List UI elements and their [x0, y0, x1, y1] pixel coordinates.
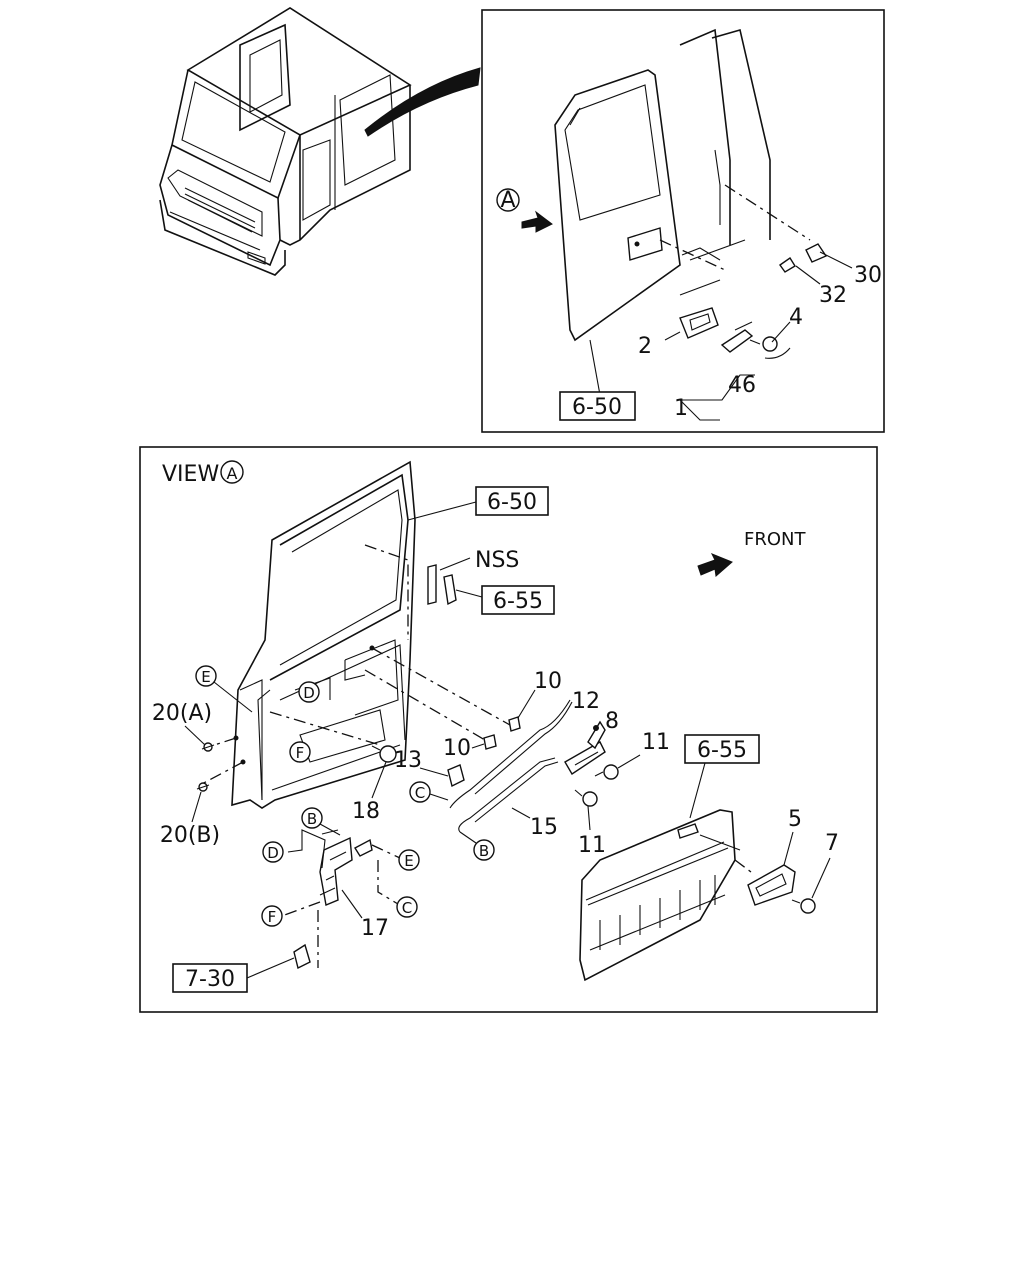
- view-a-callout: A: [500, 188, 515, 213]
- nss-label: NSS: [475, 548, 519, 573]
- part-number-20a: 20(A): [152, 701, 212, 726]
- view-a-title-circle: A: [227, 464, 238, 483]
- part-number-15: 15: [530, 815, 558, 840]
- part-number-10-lower: 10: [443, 736, 471, 761]
- ref-7-30: 7-30: [185, 967, 235, 992]
- view-a-box: VIEW A 6-50 NSS 6-55 FRONT: [139, 446, 878, 1013]
- part-number-12: 12: [572, 689, 600, 714]
- ref-6-55-panel: 6-55: [697, 738, 747, 763]
- part-number-17: 17: [361, 916, 389, 941]
- part-number-8: 8: [605, 709, 619, 734]
- ref-6-50-view: 6-50: [487, 490, 537, 515]
- part-number-11-lower: 11: [578, 833, 606, 858]
- part-number-13: 13: [394, 748, 422, 773]
- svg-text:F: F: [296, 744, 305, 762]
- circle-label-f-lower: F: [261, 905, 283, 927]
- svg-text:E: E: [201, 668, 210, 686]
- circle-label-d-upper: D: [298, 681, 320, 703]
- part-number-32: 32: [819, 283, 847, 308]
- part-number-18: 18: [352, 799, 380, 824]
- svg-text:C: C: [415, 784, 425, 802]
- part-number-2: 2: [638, 334, 652, 359]
- part-number-5: 5: [788, 807, 802, 832]
- ref-6-50-top: 6-50: [572, 395, 622, 420]
- circle-label-c-lower: C: [396, 896, 418, 918]
- svg-text:E: E: [404, 852, 413, 870]
- circle-label-d-lower: D: [262, 841, 284, 863]
- part-number-20b: 20(B): [160, 823, 220, 848]
- svg-text:B: B: [479, 842, 489, 860]
- ref-6-55-nss: 6-55: [493, 589, 543, 614]
- svg-text:F: F: [268, 908, 277, 926]
- svg-text:B: B: [307, 810, 317, 828]
- front-direction-label: FRONT: [744, 529, 806, 550]
- svg-text:C: C: [402, 899, 412, 917]
- rear-door-detail-box: A 30 32 4 2 46 1 6-50: [481, 9, 885, 433]
- view-a-title: VIEW: [162, 462, 219, 487]
- front-arrow-icon: [697, 553, 733, 577]
- circle-label-f-upper: F: [289, 741, 311, 763]
- circle-label-e-upper: E: [195, 665, 253, 713]
- circle-label-b-lower: B: [301, 807, 341, 836]
- circle-label-b-upper: B: [459, 831, 495, 861]
- svg-text:D: D: [267, 844, 279, 862]
- part-number-30: 30: [854, 263, 882, 288]
- part-number-1: 1: [674, 396, 688, 421]
- part-number-10-upper: 10: [534, 669, 562, 694]
- part-number-7: 7: [825, 831, 839, 856]
- part-number-11-upper: 11: [642, 730, 670, 755]
- circle-label-c-upper: C: [409, 781, 449, 803]
- truck-cab-illustration: [159, 7, 481, 276]
- svg-text:D: D: [303, 684, 315, 702]
- part-number-46: 46: [728, 373, 756, 398]
- part-number-4: 4: [789, 305, 803, 330]
- circle-label-e-lower: E: [398, 849, 420, 871]
